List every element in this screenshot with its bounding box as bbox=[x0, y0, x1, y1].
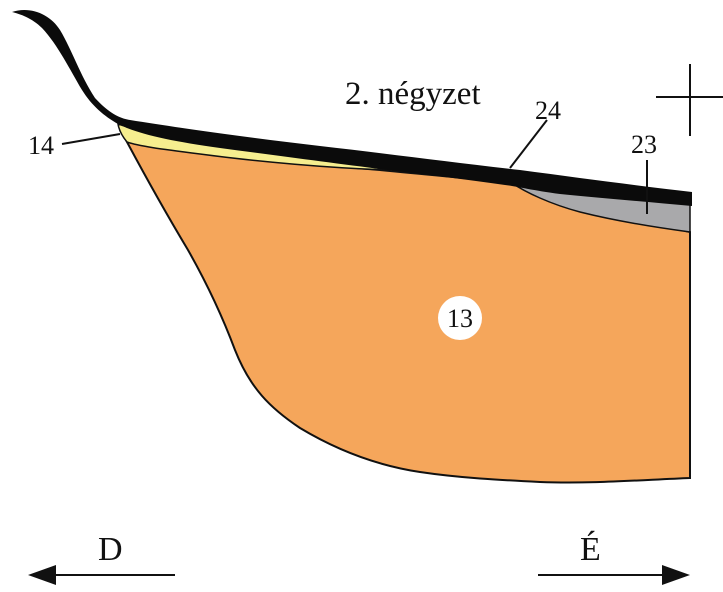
leader-24 bbox=[509, 119, 548, 169]
arrow-left-head bbox=[28, 565, 56, 585]
label-13: 13 bbox=[447, 304, 473, 333]
label-23: 23 bbox=[631, 130, 657, 159]
layer-24-band bbox=[12, 10, 692, 207]
label-14: 14 bbox=[28, 131, 54, 160]
leader-14 bbox=[61, 133, 121, 145]
label-24: 24 bbox=[535, 96, 561, 125]
direction-left-label: D bbox=[98, 531, 123, 568]
label-13-circle bbox=[438, 296, 482, 340]
square-title: 2. négyzet bbox=[345, 76, 481, 112]
arrow-right-head bbox=[662, 565, 690, 585]
direction-right-label: É bbox=[580, 531, 601, 568]
